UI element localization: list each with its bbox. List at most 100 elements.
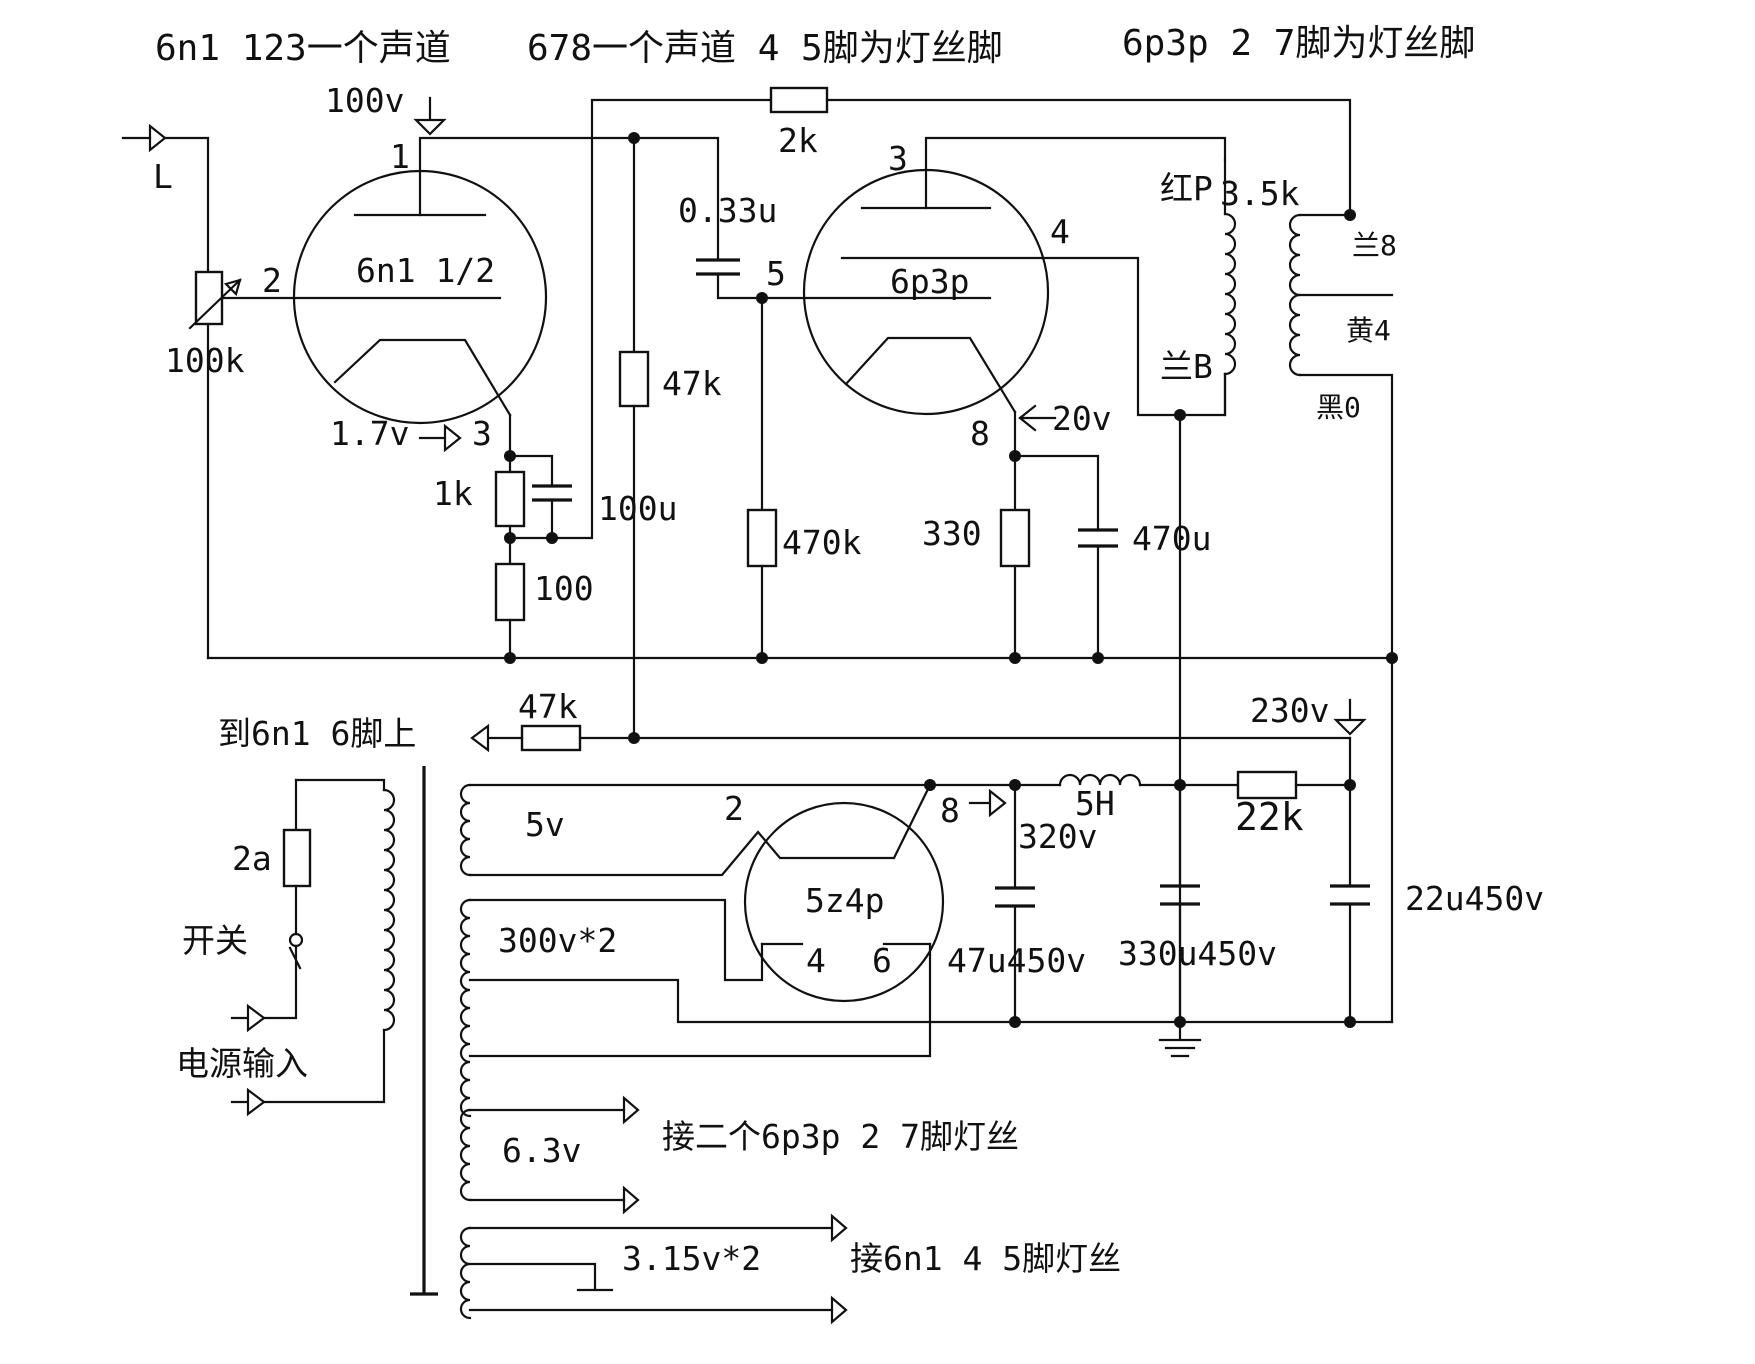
resistor-47k-plate	[618, 350, 650, 408]
tube-6n1	[292, 138, 548, 425]
rect-pin-4: 4	[806, 941, 826, 980]
note-6n1-channel: 6n1 123一个声道	[155, 28, 451, 69]
pot-value: 100k	[165, 341, 245, 380]
winding-6-3v-wires	[468, 1108, 626, 1202]
voltage-arrow-20v	[1018, 404, 1057, 432]
resistor-47k-supply	[520, 724, 582, 752]
resistor-470k	[746, 508, 778, 568]
mains-input-label: 电源输入	[176, 1044, 308, 1083]
cap1-value: 47u450v	[947, 941, 1086, 980]
winding-5v-wires	[468, 783, 932, 877]
winding-6-3v-label: 6.3v	[502, 1131, 581, 1170]
capacitor-47u	[995, 886, 1035, 908]
rect-pin-6: 6	[872, 941, 892, 980]
voltage-arrow-230v	[1333, 698, 1367, 736]
ot-tap-0: 黑0	[1316, 391, 1361, 424]
resistor-100	[494, 562, 526, 622]
ot-red-tap: 红P	[1160, 169, 1213, 208]
mains-terminal-1	[230, 1003, 266, 1033]
capacitor-22u	[1330, 884, 1370, 906]
node-gnd-cap3	[1344, 1016, 1356, 1028]
rect-pin-8: 8	[940, 791, 960, 830]
node-gnd-2	[756, 652, 768, 664]
feedback-wire-out	[825, 98, 1352, 217]
arrow-to-6n1	[470, 723, 490, 753]
hv-center-tap	[468, 978, 1394, 1024]
primary-wire-top	[294, 778, 386, 792]
rect-pin-2: 2	[724, 789, 744, 828]
rectifier-label: 5z4p	[805, 881, 884, 920]
power-primary-winding	[382, 788, 396, 1032]
node-gnd-1	[504, 652, 516, 664]
plate-load-value: 47k	[662, 364, 722, 403]
input-terminal	[121, 123, 210, 274]
ot-blue-tap: 兰B	[1160, 347, 1213, 386]
cathode-voltage-6n1: 1.7v	[330, 414, 409, 453]
hv-wire-a	[468, 898, 764, 982]
heater-63-arrows	[622, 1095, 640, 1215]
feedback-resistor-value: 2k	[778, 121, 818, 160]
capacitor-330u	[1160, 884, 1200, 906]
rect-voltage: 320v	[1018, 817, 1097, 856]
pin-5-label: 5	[766, 254, 786, 293]
plate-wire-6n1	[418, 136, 720, 260]
mains-terminal-2	[230, 1087, 266, 1117]
node-tap-8	[1344, 209, 1356, 221]
pin-2-label: 2	[262, 261, 282, 300]
fuse-2a	[282, 828, 312, 888]
cathode-resistor-value: 1k	[433, 474, 473, 513]
node-gnd-5	[1386, 652, 1398, 664]
winding-6-3v	[459, 1108, 472, 1202]
volume-pot	[188, 270, 242, 660]
switch-contact	[288, 932, 304, 948]
input-label: L	[153, 157, 173, 196]
winding-3-15v-label: 3.15v*2	[622, 1239, 761, 1278]
node-gnd-3	[1009, 652, 1021, 664]
winding-3-15v-wires	[468, 1226, 834, 1312]
note-6p3p-heater: 6p3p 2 7脚为灯丝脚	[1122, 23, 1475, 64]
cathode-resistor-6p3p: 330	[922, 514, 982, 553]
cathode-cap-value: 470u	[1132, 519, 1211, 558]
wire-100u-top	[508, 454, 554, 486]
resistor-1k	[494, 470, 526, 528]
heater-63-note: 接二个6p3p 2 7脚灯丝	[662, 1117, 1019, 1156]
bypass-cap-value: 100u	[598, 489, 677, 528]
node-gnd-4	[1092, 652, 1104, 664]
winding-5v	[459, 783, 472, 877]
filter-wire-3	[1294, 736, 1352, 787]
cathode-voltage-6p3p: 20v	[1052, 399, 1112, 438]
tube-6n1-label: 6n1 1/2	[356, 251, 495, 290]
capacitor-100u	[532, 484, 572, 502]
filter-resistor-label: 22k	[1235, 795, 1304, 839]
feedback-resistor-100: 100	[534, 569, 594, 608]
capacitor-0-33u	[696, 258, 740, 276]
output-transformer-secondary	[1288, 213, 1394, 1024]
capacitor-470u	[1078, 528, 1118, 548]
winding-300v	[459, 898, 472, 1118]
node-gnd-cap1	[1009, 1016, 1021, 1028]
winding-5v-label: 5v	[525, 805, 565, 844]
rectifier-5z4p	[743, 801, 945, 1003]
ot-tap-8: 兰8	[1352, 229, 1397, 262]
primary-wire-bottom	[262, 1028, 386, 1104]
switch-blade	[288, 944, 302, 970]
heater-315-arrows	[830, 1213, 848, 1325]
voltage-arrow-1v7	[418, 423, 462, 453]
choke-5h	[1058, 773, 1142, 787]
switch-wire	[262, 966, 298, 1020]
pin-8-label: 8	[970, 414, 990, 453]
supply-resistor-47k: 47k	[518, 687, 578, 726]
wire-470u-top	[1013, 454, 1100, 530]
coupling-cap-value: 0.33u	[678, 191, 777, 230]
plate-voltage-6n1: 100v	[325, 81, 404, 120]
cap2-value: 330u450v	[1118, 934, 1277, 973]
output-transformer-primary	[1223, 158, 1237, 417]
winding-300v-label: 300v*2	[498, 921, 617, 960]
pin-1-label: 1	[390, 137, 410, 176]
ground-symbol	[1158, 1020, 1202, 1058]
b-plus-voltage: 230v	[1250, 691, 1329, 730]
pin-3-label: 3	[472, 414, 492, 453]
pin-4-label: 4	[1050, 212, 1070, 251]
tube-6p3p-label: 6p3p	[890, 262, 969, 301]
